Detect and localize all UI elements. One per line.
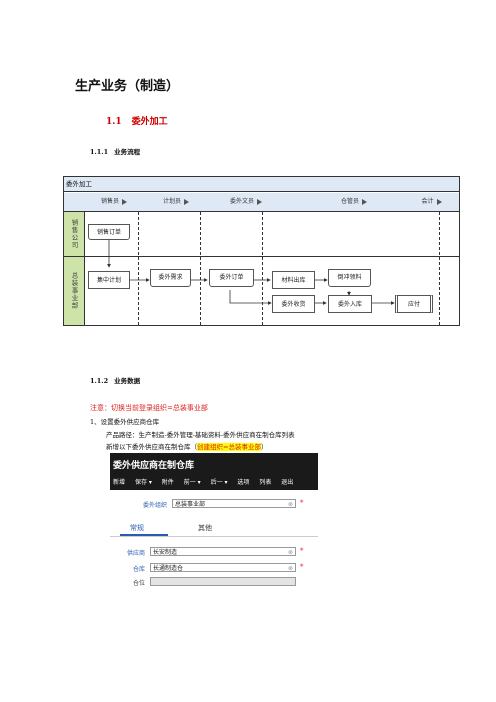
role-sales: 销售员 xyxy=(84,193,144,211)
role-label: 仓管员 xyxy=(340,198,359,205)
role-label: 委外文员 xyxy=(229,198,254,205)
toolbar-menu: 新增 保存 ▾ 附件 前一 ▾ 后一 ▾ 选项 列表 退出 xyxy=(113,477,301,486)
step-1: 1、设置委外供应商仓库 xyxy=(90,418,160,426)
section-title: 业务流程 xyxy=(114,148,141,156)
box-outsource-demand: 委外需求 xyxy=(150,269,191,287)
menu-path: 产品路径：生产制造-委外管理-基础资料-委外供应商在制仓库列表 xyxy=(106,431,295,439)
role-outsource-clerk: 委外文员 xyxy=(208,193,284,211)
box-payable: 应付 xyxy=(395,295,433,313)
menu-options-button[interactable]: 选项 xyxy=(237,479,250,486)
highlight-org: 创建组织=总装事业部 xyxy=(197,443,261,451)
form-screenshot: 委外供应商在制仓库 新增 保存 ▾ 附件 前一 ▾ 后一 ▾ 选项 列表 退出 … xyxy=(110,453,318,588)
menu-save-button[interactable]: 保存 ▾ xyxy=(134,479,152,486)
clear-icon[interactable]: ⊗ xyxy=(287,501,293,508)
role-header-row: 销售员 计划员 委外文员 仓管员 会计 xyxy=(64,193,459,212)
box-sales-order: 销售订单 xyxy=(88,224,130,240)
section-number: 1.1.1 xyxy=(90,148,109,156)
role-label: 计划员 xyxy=(162,198,181,205)
lane-separator xyxy=(138,212,139,325)
menu-attachment-button[interactable]: 附件 xyxy=(161,479,174,486)
supplier-label: 供应商 xyxy=(126,550,145,557)
role-accountant: 会计 xyxy=(404,193,459,211)
box-backflush-pick: 倒冲领料 xyxy=(328,269,371,287)
section-heading-1-1-1: 1.1.1 业务流程 xyxy=(90,146,140,156)
lane-separator xyxy=(439,212,440,325)
tab-other[interactable]: 其他 xyxy=(198,524,212,532)
box-outsource-receive: 委外收货 xyxy=(272,295,315,313)
section-title: 委外加工 xyxy=(131,117,168,127)
arrow-right-icon xyxy=(436,198,442,205)
section-title: 业务数据 xyxy=(114,377,141,385)
menu-previous-button[interactable]: 前一 ▾ xyxy=(183,479,201,486)
instruction-prefix: 新增以下委外供应商在制仓库（ xyxy=(106,443,197,451)
org-value: 总装事业部 xyxy=(175,501,206,508)
section-number: 1.1 xyxy=(106,117,122,127)
warehouse-field[interactable]: 长通制造仓 ⊗ xyxy=(150,563,296,572)
clear-icon[interactable]: ⊗ xyxy=(287,549,293,556)
required-mark: * xyxy=(300,499,304,507)
arrow-right-icon xyxy=(257,198,262,205)
arrow-right-icon xyxy=(184,198,189,205)
process-flow-diagram: 委外加工 销售员 计划员 委外文员 仓管员 会计 销售公司 总装事业部 销售订单… xyxy=(63,176,460,326)
arrow-right-icon xyxy=(362,198,367,205)
menu-new-button[interactable]: 新增 xyxy=(113,479,126,486)
instruction-line: 新增以下委外供应商在制仓库（创建组织=总装事业部） xyxy=(106,441,267,451)
location-label: 仓位 xyxy=(132,580,145,587)
menu-next-button[interactable]: 后一 ▾ xyxy=(210,479,228,486)
box-outsource-order: 委外订单 xyxy=(209,269,254,287)
required-mark: * xyxy=(300,547,304,555)
section-heading-1-1-2: 1.1.2 业务数据 xyxy=(90,375,140,385)
lane-divider xyxy=(64,256,459,257)
tab-general[interactable]: 常规 xyxy=(130,524,144,532)
menu-list-button[interactable]: 列表 xyxy=(259,479,272,486)
arrow-right-icon xyxy=(122,198,127,205)
form-title: 委外供应商在制仓库 xyxy=(113,461,195,471)
role-label: 销售员 xyxy=(100,198,119,205)
flow-connectors xyxy=(107,240,395,305)
section-heading-1-1: 1.1 委外加工 xyxy=(106,114,168,127)
lane-separator xyxy=(262,212,263,325)
role-planner: 计划员 xyxy=(144,193,208,211)
page-title: 生产业务（制造） xyxy=(75,79,180,94)
clear-icon[interactable]: ⊗ xyxy=(287,565,293,572)
instruction-suffix: ） xyxy=(260,443,268,451)
role-label: 会计 xyxy=(421,198,434,205)
box-material-issue: 材料出库 xyxy=(272,271,315,289)
box-outsource-instock: 委外入库 xyxy=(328,295,372,313)
warehouse-label: 仓库 xyxy=(132,566,145,573)
tab-divider xyxy=(110,536,318,537)
supplier-value: 长安制造 xyxy=(153,549,178,556)
required-mark: * xyxy=(300,563,304,571)
menu-exit-button[interactable]: 退出 xyxy=(281,479,294,486)
location-field[interactable] xyxy=(150,577,296,586)
form-toolbar: 委外供应商在制仓库 新增 保存 ▾ 附件 前一 ▾ 后一 ▾ 选项 列表 退出 xyxy=(110,453,318,490)
lane-separator xyxy=(200,212,201,325)
tab-active-underline xyxy=(120,534,168,536)
login-note: 注意：切换当前登录组织=总装事业部 xyxy=(90,404,208,412)
dept-sales-company: 销售公司 xyxy=(64,212,85,256)
section-number: 1.1.2 xyxy=(90,377,109,385)
supplier-field[interactable]: 长安制造 ⊗ xyxy=(150,547,296,556)
dept-assembly: 总装事业部 xyxy=(64,257,85,325)
warehouse-value: 长通制造仓 xyxy=(153,565,184,572)
role-warehouse: 仓管员 xyxy=(284,193,424,211)
connector-order-to-receive xyxy=(229,290,272,305)
org-label: 委外组织 xyxy=(142,502,167,509)
box-master-plan: 集中计划 xyxy=(88,271,130,289)
flow-title: 委外加工 xyxy=(64,177,459,192)
org-field[interactable]: 总装事业部 ⊗ xyxy=(172,499,296,508)
